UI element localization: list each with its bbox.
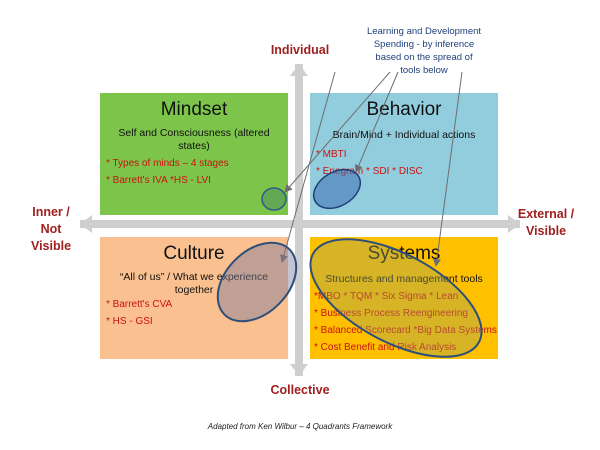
list-item: * MBTI xyxy=(316,149,347,160)
quadrant-culture: Culture “All of us” / What we experience… xyxy=(100,237,288,359)
spending-ellipse-mindset xyxy=(261,187,287,211)
quadrant-subtitle: Self and Consciousness (altered states) xyxy=(118,127,270,152)
pointer-line-mindset xyxy=(284,71,391,193)
list-item: * HS - GSI xyxy=(106,316,153,327)
list-item: * Enegram * SDI * DISC xyxy=(316,166,423,177)
figure-caption: Adapted from Ken Wilbur – 4 Quadrants Fr… xyxy=(207,422,393,431)
quadrant-items: *MBO * TQM * Six Sigma * Lean * Business… xyxy=(314,288,497,356)
quadrant-behavior: Behavior Brain/Mind + Individual actions… xyxy=(310,93,498,215)
list-item: * Barrett's CVA xyxy=(106,299,173,310)
quadrant-items: * MBTI * Enegram * SDI * DISC xyxy=(316,146,423,180)
spending-ellipse-culture xyxy=(216,241,298,323)
spending-note: Learning and Development Spending - by i… xyxy=(366,26,482,76)
quadrant-title: Mindset xyxy=(160,99,228,120)
quadrant-mindset: Mindset Self and Consciousness (altered … xyxy=(100,93,288,215)
quadrant-subtitle: “All of us” / What we experience togethe… xyxy=(119,271,269,296)
list-item: * Barrett's IVA *HS - LVI xyxy=(106,175,211,186)
list-item: *MBO * TQM * Six Sigma * Lean xyxy=(314,291,459,302)
quadrant-subtitle: Brain/Mind + Individual actions xyxy=(332,129,476,141)
list-item: * Types of minds – 4 stages xyxy=(106,158,229,169)
pointer-line-culture xyxy=(280,71,336,263)
axis-label-left: Inner / Not Visible xyxy=(30,205,72,253)
spending-ellipse-systems xyxy=(309,238,483,358)
spending-ellipse-behavior xyxy=(312,168,362,210)
quadrant-title: Culture xyxy=(163,243,225,264)
axis-label-right: External / Visible xyxy=(517,207,575,238)
quadrant-items: * Barrett's CVA * HS - GSI xyxy=(106,296,172,330)
list-item: * Business Process Reengineering xyxy=(314,308,468,319)
vertical-axis xyxy=(290,64,308,376)
quadrant-title: Behavior xyxy=(366,99,442,120)
pointer-line-behavior xyxy=(355,71,399,173)
list-item: * Balanced Scorecard *Big Data Systems xyxy=(314,325,497,336)
list-item: * Cost Benefit and Risk Analysis xyxy=(314,342,457,353)
axis-label-bottom: Collective xyxy=(270,383,330,397)
quadrant-items: * Types of minds – 4 stages * Barrett's … xyxy=(106,155,229,189)
pointer-line-systems xyxy=(432,71,463,267)
axis-label-top: Individual xyxy=(270,43,330,57)
